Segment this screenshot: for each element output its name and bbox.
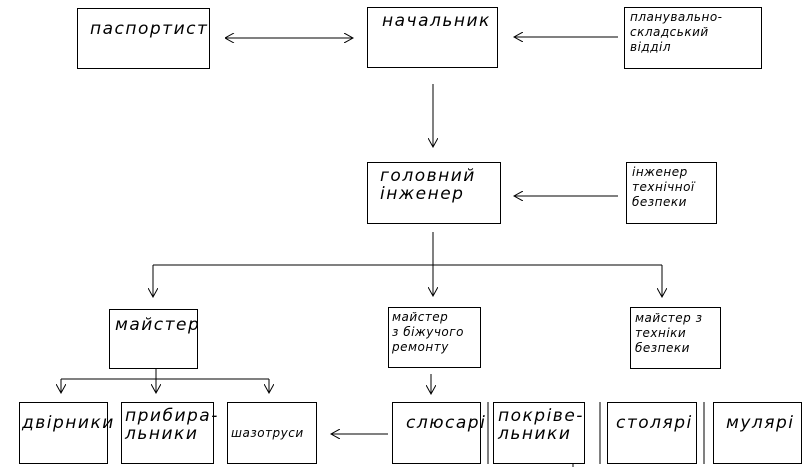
node-stolyari: столярі bbox=[607, 402, 697, 464]
node-label: майстер з техніки безпеки bbox=[635, 311, 703, 355]
node-label: планувально- складський відділ bbox=[630, 10, 723, 54]
node-nachalnyk: начальник bbox=[367, 7, 498, 68]
node-label: паспортист bbox=[90, 19, 209, 39]
node-label: столярі bbox=[616, 413, 693, 433]
node-planning-department: планувально- складський відділ bbox=[624, 7, 762, 69]
node-chief-engineer: головний інженер bbox=[367, 162, 501, 224]
node-slyusari: слюсарі bbox=[392, 402, 485, 464]
node-safety-engineer: інженер технічної безпеки bbox=[626, 162, 717, 224]
node-label: майстер bbox=[115, 315, 201, 335]
node-dvirnyky: двірники bbox=[19, 402, 113, 464]
node-pokrivelnyky: покріве- льники bbox=[493, 402, 585, 464]
node-master-safety: майстер з техніки безпеки bbox=[630, 307, 721, 369]
node-label: покріве- льники bbox=[498, 406, 584, 444]
node-label: мулярі bbox=[726, 413, 795, 433]
node-label: начальник bbox=[382, 11, 491, 31]
node-master: майстер bbox=[109, 309, 201, 369]
node-label: прибира- льники bbox=[125, 406, 219, 444]
node-label: слюсарі bbox=[406, 413, 487, 433]
node-label: майстер з біжучого ремонту bbox=[392, 310, 464, 354]
node-shazotrusy: шазотруси bbox=[227, 402, 317, 464]
node-master-repair: майстер з біжучого ремонту bbox=[388, 307, 481, 368]
node-label: головний інженер bbox=[380, 166, 476, 204]
node-prybyralnyky: прибира- льники bbox=[121, 402, 217, 464]
node-label: двірники bbox=[22, 413, 115, 433]
node-label: інженер технічної безпеки bbox=[632, 165, 695, 209]
node-mulyari: мулярі bbox=[713, 402, 802, 464]
node-label: шазотруси bbox=[231, 426, 304, 440]
node-pasportyst: паспортист bbox=[77, 8, 210, 69]
